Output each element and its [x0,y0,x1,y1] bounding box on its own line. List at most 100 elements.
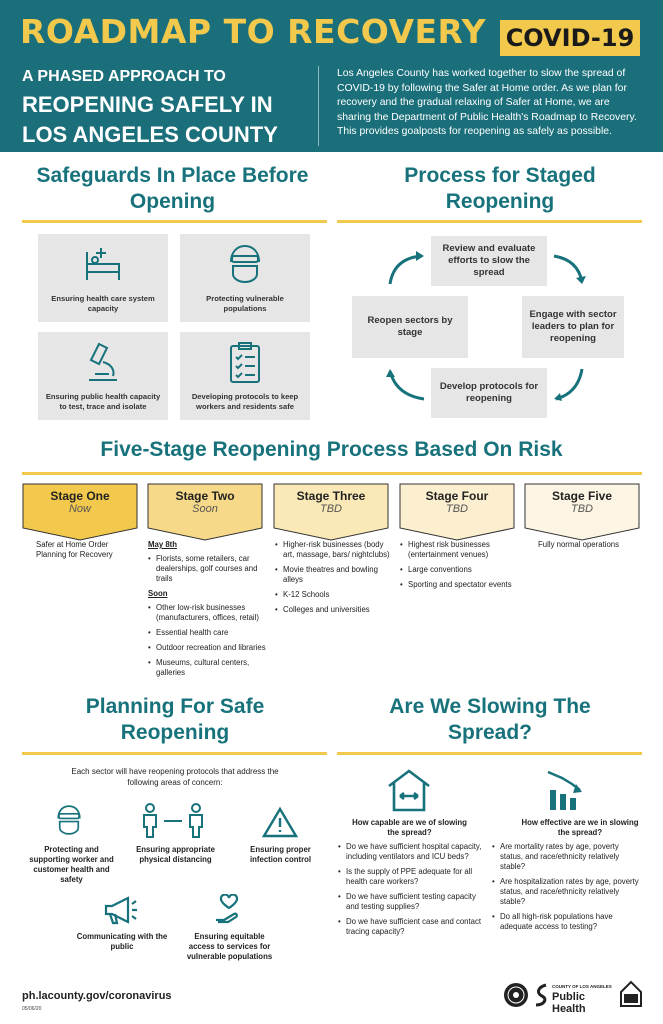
process-step-engage: Engage with sector leaders to plan for r… [522,296,624,358]
list-item: Movie theatres and bowling alleys [275,565,390,585]
list-item: Colleges and universities [275,605,390,615]
planning-item-communicating: Communicating with the public [76,932,168,951]
stage-five-details: Fully normal operations [538,540,620,549]
stage-sub: TBD [446,503,468,515]
stage-two-details: May 8th Florists, some retailers, car de… [148,540,266,683]
list-item: Essential health care [148,628,266,638]
county-seal-icon [504,983,528,1007]
stage-sub: TBD [320,503,342,515]
microscope-icon [89,342,117,381]
list-item: Other low-risk businesses (manufacturers… [148,603,266,623]
safeguard-health-care: Ensuring health care system capacity [38,234,168,322]
list-item: Do all high-risk populations have adequa… [492,912,642,932]
heart-hand-icon [216,894,239,924]
cycle-arrow-icon [554,368,584,401]
megaphone-icon [104,896,137,925]
five-stage-divider [22,472,642,475]
stage-name: Stage One [50,489,110,503]
planning-intro: Each sector will have reopening protocol… [71,767,279,787]
stage-name: Stage Five [551,489,613,503]
stage-four-details: Highest risk businesses (entertainment v… [400,540,515,595]
process-title: Process for Staged Reopening [404,164,596,213]
stage-name: Stage Two [175,489,235,503]
stage-chevron [273,483,389,541]
safeguard-vulnerable: Protecting vulnerable populations [180,234,310,322]
planning-title: Planning For Safe Reopening [85,695,265,744]
safeguard-protocols: Developing protocols to keep workers and… [180,332,310,420]
slowing-title: Are We Slowing The Spread? [389,695,591,744]
list-item: Large conventions [400,565,515,575]
planning-divider [22,752,327,755]
public-health-logo-mark [535,983,547,1007]
declining-chart-icon [547,770,582,810]
stage-chevron [147,483,263,541]
page-title: ROADMAP TO RECOVERY [20,12,487,51]
safeguard-label: Protecting vulnerable populations [206,294,284,313]
stage-sub: TBD [571,503,593,515]
stage-name: Stage Four [425,489,489,503]
stage-sub: Now [68,503,91,515]
safeguard-label: Ensuring public health capacity to test,… [45,392,161,411]
masked-person-icon [230,244,260,284]
list-item: Do we have sufficient hospital capacity,… [338,842,483,862]
slowing-divider [337,752,642,755]
stage-three-details: Higher-risk businesses (body art, massag… [275,540,390,620]
planning-item-distancing: Ensuring appropriate physical distancing [136,845,215,864]
list-item: Highest risk businesses (entertainment v… [400,540,515,560]
list-item: Are mortality rates by age, poverty stat… [492,842,642,872]
safeguards-title: Safeguards In Place Before Opening [36,164,309,213]
safer-home-logo-icon [620,980,642,1007]
list-item: Outdoor recreation and libraries [148,643,266,653]
slowing-col2-head: How effective are we in slowing the spre… [521,818,639,837]
list-item: Do we have sufficient testing capacity a… [338,892,483,912]
list-item: Higher-risk businesses (body art, massag… [275,540,390,560]
planning-item-equitable: Ensuring equitable access to services fo… [186,932,273,961]
hospital-bed-icon [86,248,120,280]
list-item: Do we have sufficient case and contact t… [338,917,483,937]
list-item: K-12 Schools [275,590,390,600]
process-step-review: Review and evaluate efforts to slow the … [431,236,547,286]
cycle-arrow-icon [553,254,586,284]
safeguard-label: Developing protocols to keep workers and… [191,392,299,411]
subtitle-small: A PHASED APPROACH TO [22,68,226,85]
process-divider [337,220,642,223]
safeguards-divider [22,220,327,223]
distancing-icon [143,803,203,838]
process-step-reopen: Reopen sectors by stage [352,296,468,358]
stage-name: Stage Three [296,489,366,503]
public-health-logo: COUNTY OF LOS ANGELES Public Health [534,983,614,1015]
stage-two-head-soon: Soon [148,589,168,598]
cycle-arrow-icon [388,251,424,285]
stage-two-head-may: May 8th [148,540,178,549]
house-capacity-icon [388,769,430,812]
planning-item-infection: Ensuring proper infection control [249,845,312,864]
planning-item-safety: Protecting and supporting worker and cus… [29,845,114,884]
list-item: Is the supply of PPE adequate for all he… [338,867,483,887]
covid-badge: COVID-19 [500,20,640,56]
five-stage-title: Five-Stage Reopening Process Based On Ri… [100,438,563,461]
list-item: Sporting and spectator events [400,580,515,590]
cycle-arrow-icon [386,369,425,401]
ph-big-text: Public Health [552,991,586,1015]
safeguard-label: Ensuring health care system capacity [51,294,155,313]
stage-chevron [399,483,515,541]
footer-date: 05/06/20 [22,1006,42,1012]
slowing-col1-head: How capable are we of slowing the spread… [352,818,467,837]
process-step-develop: Develop protocols for reopening [431,368,547,418]
stage-one-details: Safer at Home Order Planning for Recover… [36,540,113,559]
list-item: Museums, cultural centers, galleries [148,658,266,678]
intro-text: Los Angeles County has worked together t… [337,68,637,137]
slowing-col1-list: Do we have sufficient hospital capacity,… [338,842,483,942]
clipboard-icon [230,342,260,383]
safeguard-testing: Ensuring public health capacity to test,… [38,332,168,420]
footer-url[interactable]: ph.lacounty.gov/coronavirus [22,990,172,1002]
header-divider [318,66,319,146]
ph-small-text: COUNTY OF LOS ANGELES [552,984,612,989]
warning-icon [262,806,298,838]
subtitle-big: REOPENING SAFELY IN LOS ANGELES COUNTY [22,92,278,147]
